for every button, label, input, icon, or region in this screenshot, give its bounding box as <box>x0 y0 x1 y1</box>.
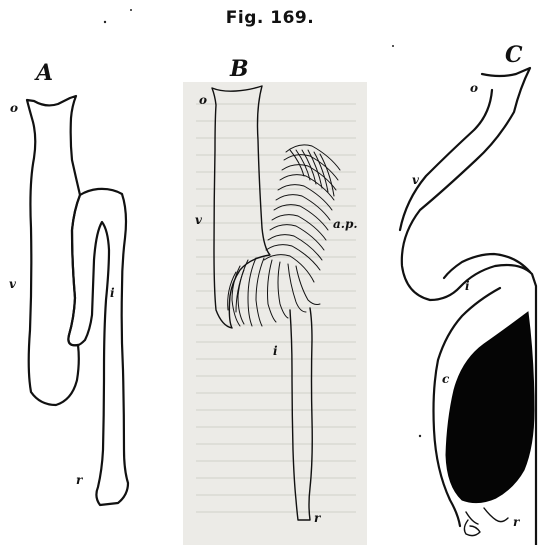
panel-c-title: C <box>505 42 523 68</box>
panel-a-label-r: r <box>76 473 84 487</box>
panel-b-label-ap: a.p. <box>333 217 358 231</box>
panel-b-label-v: v <box>195 213 203 227</box>
panel-c-label-i: i <box>465 279 470 293</box>
panel-b-title: B <box>229 56 249 82</box>
panel-c-label-r: r <box>513 515 521 529</box>
panel-c-label-c: c <box>442 372 450 386</box>
panel-c: C o v i c r <box>400 42 536 545</box>
panel-a-label-i: i <box>110 286 115 300</box>
panel-b-label-o: o <box>199 93 207 107</box>
panel-c-label-v: v <box>412 173 420 187</box>
panel-a: A o v i r <box>9 60 128 505</box>
panel-c-rectum <box>464 508 508 536</box>
panel-a-label-o: o <box>10 101 18 115</box>
panel-c-inner-outline <box>400 90 492 230</box>
panel-a-title: A <box>34 60 53 86</box>
panel-b-label-i: i <box>273 344 278 358</box>
panel-a-label-v: v <box>9 277 17 291</box>
panel-c-label-o: o <box>470 81 478 95</box>
panel-c-cecum <box>446 312 534 503</box>
panel-b-background <box>183 82 367 545</box>
